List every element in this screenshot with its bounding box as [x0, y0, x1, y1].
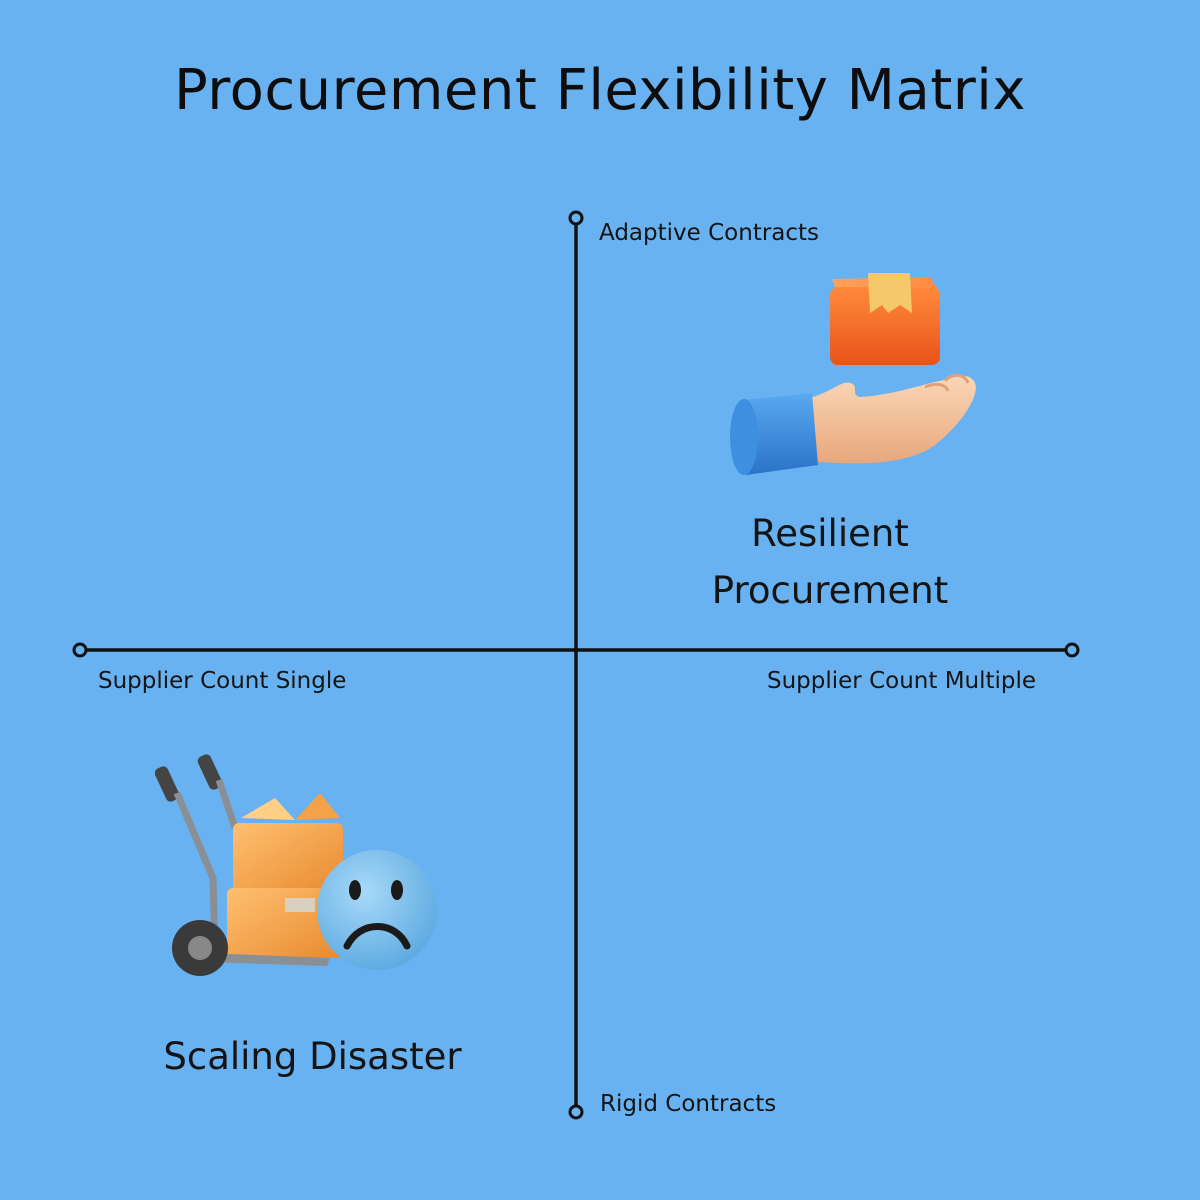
quadrant-label-top-right: Resilient Procurement: [680, 505, 980, 619]
axis-end-left: [72, 642, 88, 658]
quadrant-label-bottom-left: Scaling Disaster: [163, 1035, 462, 1078]
axis-label-top: Adaptive Contracts: [599, 220, 820, 246]
axis-label-right: Supplier Count Multiple: [767, 668, 1037, 694]
axis-end-right: [1064, 642, 1080, 658]
quadrant-label-line1: Resilient: [751, 512, 909, 555]
page-title: Procurement Flexibility Matrix: [174, 58, 1026, 123]
axis-label-left: Supplier Count Single: [98, 668, 347, 694]
hand-with-box-icon: [730, 273, 976, 475]
quadrant-label-line2: Procurement: [711, 569, 949, 612]
axis-end-bottom: [568, 1104, 584, 1120]
axis-end-top: [568, 210, 584, 226]
hand-truck-sad-face-icon: [155, 754, 437, 976]
axis-label-bottom: Rigid Contracts: [600, 1091, 777, 1117]
